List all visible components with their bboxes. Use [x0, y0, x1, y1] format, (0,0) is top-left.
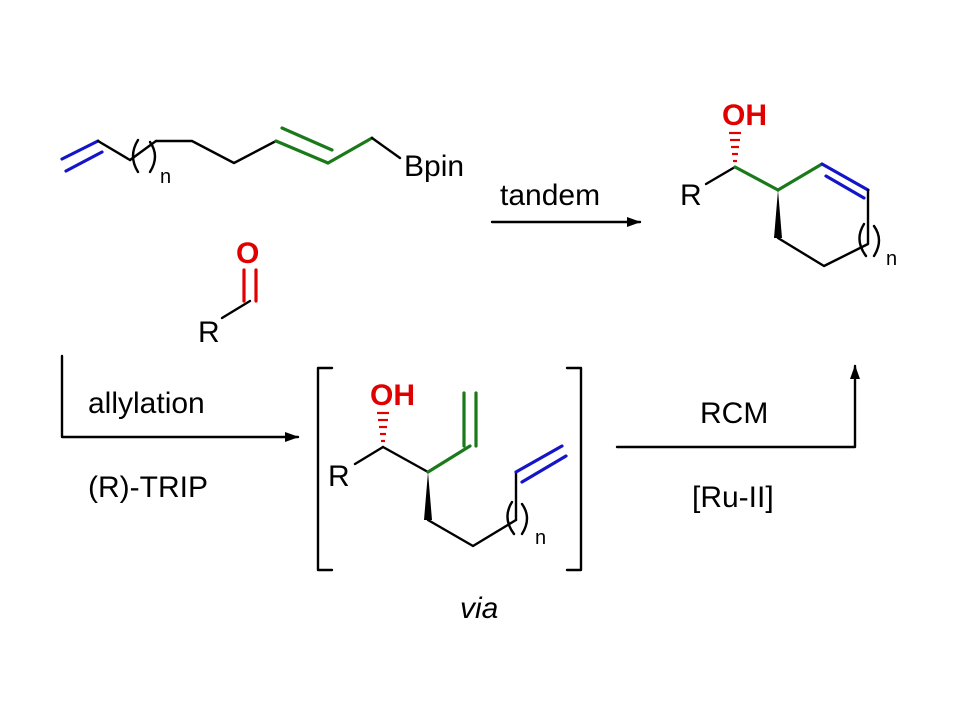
- aldehyde-r-label: R: [198, 316, 220, 349]
- bpin-label: Bpin: [404, 150, 464, 183]
- product-r-label: R: [680, 179, 702, 212]
- intermediate-r-label: R: [328, 460, 350, 493]
- product-hashed-wedge: [729, 131, 741, 163]
- product-ring-n: n: [886, 248, 897, 270]
- terminal-alkene-blue: [60, 139, 104, 173]
- intermediate-bracket: [316, 366, 583, 572]
- aldehyde-molecule: O R: [198, 237, 259, 349]
- rcm-arrow: RCM [Ru-II]: [615, 364, 860, 514]
- via-label: via: [460, 592, 498, 625]
- bracket-right: [565, 366, 583, 572]
- product-oh-label: OH: [722, 99, 767, 132]
- aldehyde-c-r-bond: [220, 299, 252, 320]
- trip-label: (R)-TRIP: [88, 471, 208, 504]
- paren-right: [148, 140, 157, 174]
- allylation-label: allylation: [88, 387, 205, 420]
- paren-left: [131, 138, 140, 174]
- rcm-label: RCM: [700, 397, 768, 430]
- alkyl-chain-left: [96, 139, 132, 162]
- tandem-label: tandem: [500, 179, 600, 212]
- chain-count-n: n: [160, 166, 171, 188]
- product-ring-bonds: [776, 188, 870, 268]
- product-paren-left: [858, 222, 868, 258]
- tandem-arrow: tandem: [490, 179, 642, 227]
- product-paren-right: [872, 224, 881, 258]
- ru-catalyst-label: [Ru-II]: [692, 481, 774, 514]
- product-bold-wedge: [774, 190, 782, 238]
- intermediate-bold-wedge: [424, 472, 432, 520]
- intermediate-oh-label: OH: [370, 379, 415, 412]
- intermediate-c-c-bond: [381, 445, 430, 474]
- allylboronate-molecule: n Bpin: [60, 126, 464, 188]
- intermediate-r-bond: [353, 445, 385, 466]
- aldehyde-oxygen-label: O: [236, 237, 259, 270]
- intermediate-hashed-wedge: [377, 411, 389, 443]
- internal-alkene-green: [274, 126, 374, 165]
- intermediate-molecule: OH R n: [328, 379, 568, 549]
- intermediate-chain-n: n: [535, 527, 546, 549]
- intermediate-paren-right: [520, 502, 529, 536]
- intermediate-chain: [426, 518, 518, 548]
- product-molecule: OH R n: [680, 99, 897, 270]
- allylation-arrow: allylation (R)-TRIP: [60, 354, 300, 504]
- ch2-to-boron: [370, 136, 402, 160]
- product-r-bond: [704, 165, 737, 186]
- alkyl-chain-right: [154, 139, 278, 165]
- intermediate-paren-left: [506, 500, 516, 536]
- bracket-left: [316, 366, 334, 572]
